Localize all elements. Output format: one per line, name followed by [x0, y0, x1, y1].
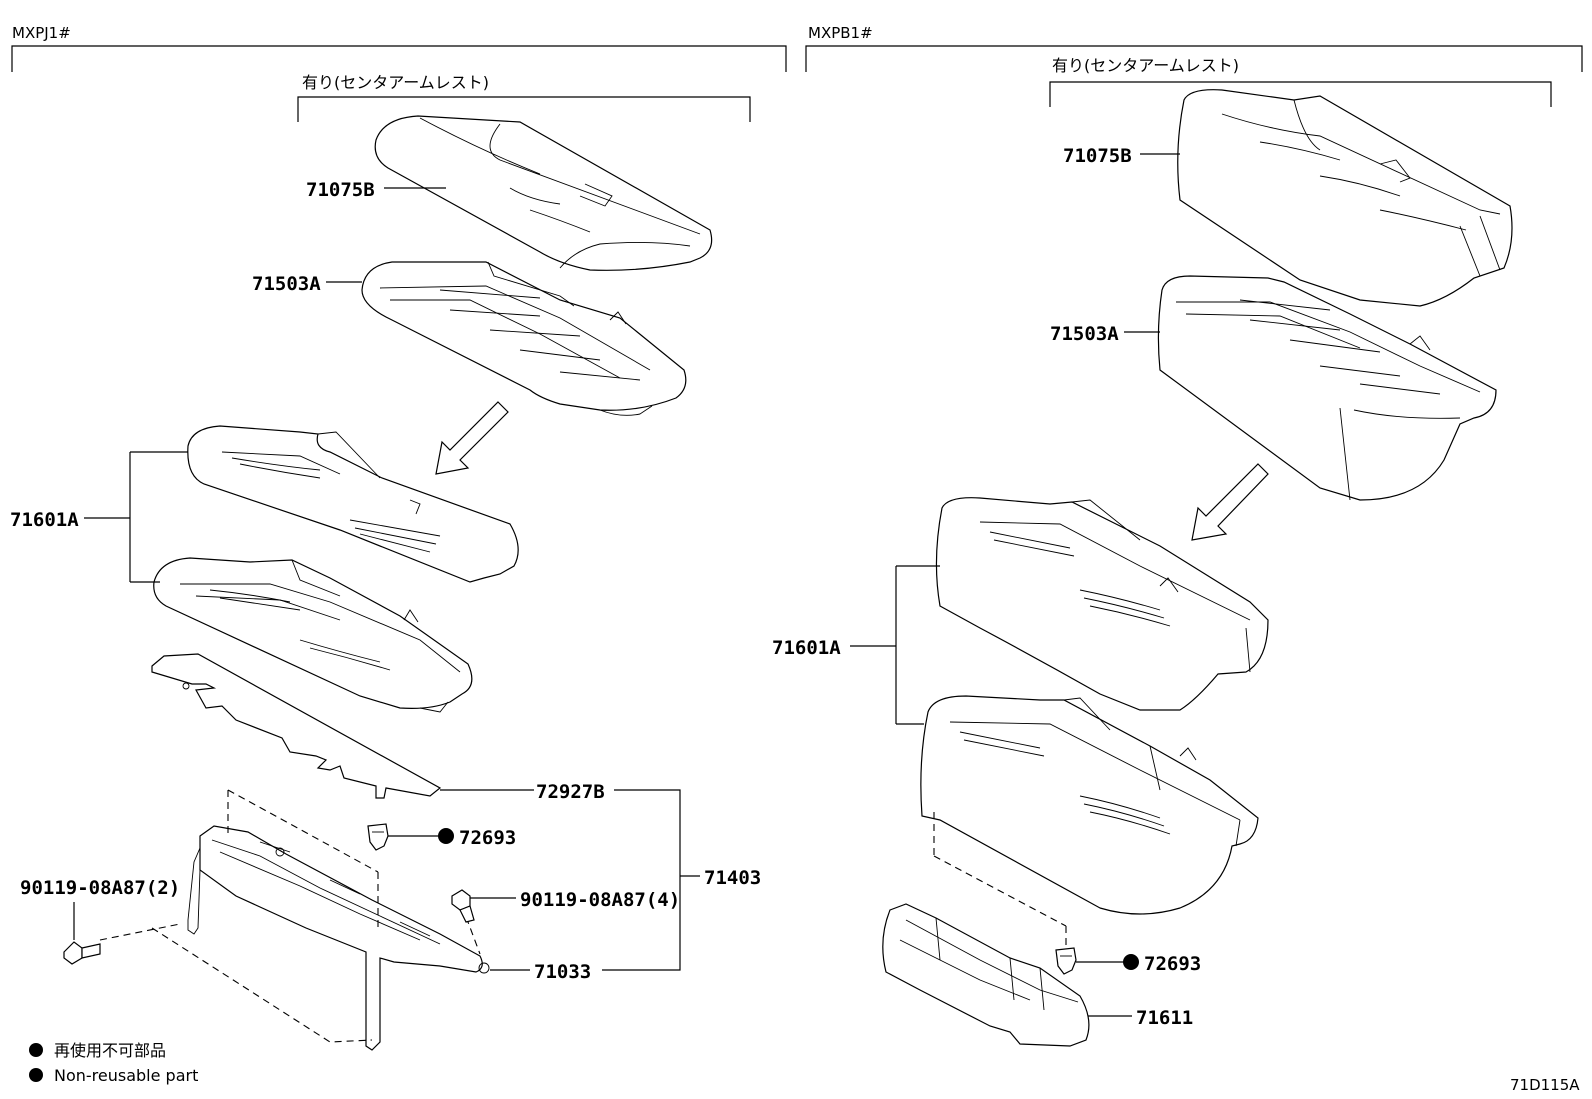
left-seat-cover-part — [374, 115, 713, 271]
left-frame-guide-dashes — [99, 789, 379, 1043]
left-group-bracket: MXPJ1# — [11, 24, 787, 72]
label-right-seat-cover: 71075B — [1063, 145, 1132, 167]
left-bolt-guide-dash — [461, 905, 481, 955]
left-model-code: MXPJ1# — [12, 24, 71, 42]
left-cushion-upper-part — [187, 425, 519, 583]
label-left-frame: 71033 — [534, 961, 591, 983]
legend-dot-jp — [29, 1043, 43, 1057]
right-bolt-part-left-section — [451, 889, 475, 923]
right-seat-pad-part — [1157, 275, 1497, 501]
label-right-sub-part: 71611 — [1136, 1007, 1193, 1029]
right-clip-guide-dashes — [933, 812, 1067, 952]
left-clip-non-reusable-mark — [438, 828, 454, 844]
left-seat-pad-part — [361, 261, 687, 416]
left-protector-plate-part — [151, 653, 442, 799]
label-left-cushion: 71601A — [10, 509, 79, 531]
label-left-bolt-2: 90119-08A87(2) — [20, 877, 180, 899]
right-cushion-upper-part — [935, 497, 1269, 711]
right-armrest-bracket: 有り(センタアームレスト) — [1049, 56, 1552, 107]
legend-dot-en — [29, 1068, 43, 1082]
label-left-seat-pad: 71503A — [252, 273, 321, 295]
right-sub-part-71611 — [882, 903, 1090, 1047]
label-left-clip: 72693 — [459, 827, 516, 849]
left-armrest-label: 有り(センタアームレスト) — [302, 73, 489, 92]
left-seat-frame-part — [187, 825, 490, 1051]
label-left-assembly: 71403 — [704, 867, 761, 889]
label-right-seat-pad: 71503A — [1050, 323, 1119, 345]
leader-right-cushion — [850, 565, 940, 725]
right-model-code: MXPB1# — [808, 24, 873, 42]
label-right-cushion: 71601A — [772, 637, 841, 659]
left-armrest-bracket: 有り(センタアームレスト) — [297, 73, 751, 122]
label-left-seat-cover: 71075B — [306, 179, 375, 201]
legend-jp-text: 再使用不可部品 — [54, 1041, 166, 1060]
right-clip-part — [1055, 947, 1077, 975]
right-assembly-arrow — [1191, 463, 1269, 541]
right-group-bracket: MXPB1# — [805, 24, 1583, 72]
leader-left-cushion — [84, 451, 188, 583]
label-right-clip: 72693 — [1144, 953, 1201, 975]
right-armrest-label: 有り(センタアームレスト) — [1052, 56, 1239, 75]
left-assembly-arrow — [435, 401, 509, 475]
legend: 再使用不可部品 Non-reusable part — [29, 1041, 198, 1085]
right-clip-non-reusable-mark — [1123, 954, 1139, 970]
left-cushion-lower-part — [153, 557, 473, 713]
legend-en-text: Non-reusable part — [54, 1066, 198, 1085]
leader-left-assembly — [602, 789, 700, 971]
left-bolt-part — [63, 941, 101, 965]
label-left-bolt-4: 90119-08A87(4) — [520, 889, 680, 911]
figure-code: 71D115A — [1510, 1076, 1580, 1094]
label-left-protector: 72927B — [536, 781, 605, 803]
left-clip-part — [367, 823, 389, 851]
right-seat-cover-part — [1177, 89, 1513, 307]
right-cushion-lower-part — [920, 695, 1259, 915]
